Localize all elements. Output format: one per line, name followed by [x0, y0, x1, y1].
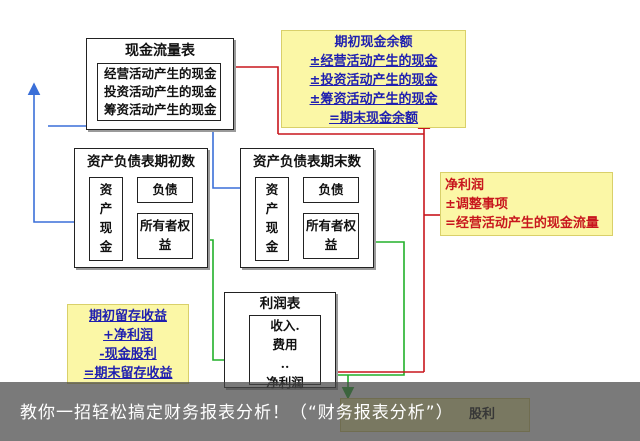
cash-flow-statement: 现金流量表 经营活动产生的现金 投资活动产生的现金 筹资活动产生的现金 [86, 38, 234, 130]
cash-balance-box: 期初现金余额 ±经营活动产生的现金 ±投资活动产生的现金 ±筹资活动产生的现金 … [281, 30, 466, 128]
balance-begin-equity: 所有者权益 [137, 213, 193, 259]
retained-line-1: +净利润 [103, 328, 153, 343]
balance-end-liabilities: 负债 [303, 177, 359, 203]
arrow-begin-cash-to-cashflow [27, 82, 88, 223]
balance-end-assets-label: 资产现金 [265, 182, 279, 254]
arrow-green-netprofit-to-equity [318, 235, 405, 376]
net-profit-line-2: =经营活动产生的现金流量 [445, 216, 599, 231]
cash-flow-item-investing: 投资活动产生的现金 [104, 84, 217, 99]
cash-balance-line-begin: 期初现金余额 [334, 35, 413, 50]
net-profit-line-1: ±调整事项 [445, 197, 508, 212]
balance-begin-title: 资产负债表期初数 [87, 154, 195, 170]
caption-banner-text: 教你一招轻松搞定财务报表分析！（“财务报表分析”） [20, 403, 454, 423]
balance-sheet-begin: 资产负债表期初数 资产现金 负债 所有者权益 [74, 148, 208, 268]
cash-balance-line-financing: ±筹资活动产生的现金 [309, 92, 438, 107]
income-item-dots: .. [280, 356, 290, 371]
cash-balance-line-end: =期末现金余额 [329, 111, 418, 126]
balance-sheet-end: 资产负债表期末数 资产现金 负债 所有者权益 [240, 148, 374, 268]
retained-line-2: -现金股利 [99, 347, 157, 362]
income-item-revenue: 收入. [270, 318, 300, 333]
cash-flow-item-financing: 筹资活动产生的现金 [104, 102, 217, 117]
balance-end-liabilities-label: 负债 [318, 182, 344, 197]
arrow-cashflow-to-end-balance [212, 104, 254, 195]
balance-begin-liabilities-label: 负债 [152, 182, 178, 197]
cash-balance-line-operating: ±经营活动产生的现金 [309, 54, 438, 69]
cash-flow-item-operating: 经营活动产生的现金 [104, 66, 217, 81]
retained-line-3: =期末留存收益 [83, 366, 173, 381]
net-profit-box: 净利润 ±调整事项 =经营活动产生的现金流量 [440, 172, 613, 236]
arrow-red-cash-to-cashflow [212, 60, 279, 134]
income-items-box: 收入. 费用 .. 净利润 [249, 315, 321, 390]
balance-begin-equity-label: 所有者权益 [140, 218, 191, 252]
balance-begin-assets-label: 资产现金 [99, 182, 113, 254]
balance-end-equity-label: 所有者权益 [306, 218, 357, 252]
net-profit-line-0: 净利润 [445, 178, 485, 193]
cash-flow-items-box: 经营活动产生的现金 投资活动产生的现金 筹资活动产生的现金 [97, 63, 221, 121]
income-statement: 利润表 收入. 费用 .. 净利润 [224, 292, 336, 390]
cash-flow-statement-title: 现金流量表 [125, 43, 195, 59]
retained-line-0: 期初留存收益 [88, 309, 167, 324]
balance-end-equity: 所有者权益 [303, 213, 359, 259]
caption-banner [0, 382, 640, 441]
balance-begin-assets: 资产现金 [89, 177, 123, 261]
balance-end-title: 资产负债表期末数 [253, 154, 361, 170]
retained-earnings-box: 期初留存收益 +净利润 -现金股利 =期末留存收益 [67, 304, 189, 384]
income-item-expense: 费用 [272, 337, 298, 352]
cash-balance-line-investing: ±投资活动产生的现金 [309, 73, 438, 88]
income-statement-title: 利润表 [259, 296, 301, 312]
balance-begin-liabilities: 负债 [137, 177, 193, 203]
balance-end-assets: 资产现金 [255, 177, 289, 261]
